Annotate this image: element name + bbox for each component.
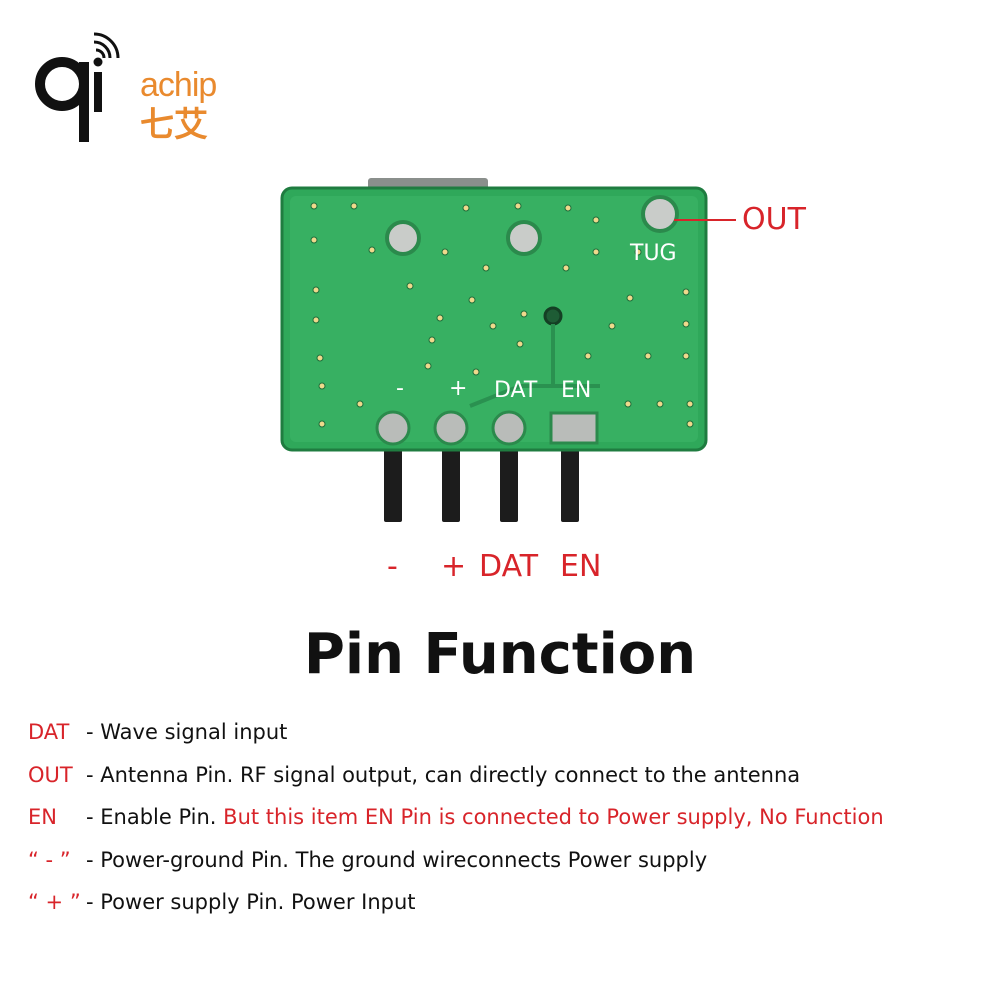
pin-row-dat: DAT - Wave signal input [28,720,988,763]
header-pins [384,440,579,522]
silkscreen-dat: DAT [494,378,538,403]
silkscreen-tug: TUG [630,241,677,266]
pin-text: - Power supply Pin. Power Input [86,890,416,914]
pin-minus-callout: - [387,549,398,584]
brand-name: achip [140,66,217,104]
pin-key: “ - ” [28,847,71,872]
silkscreen-minus: - [396,376,404,401]
out-callout: OUT [742,202,806,237]
pin-key: OUT [28,762,73,787]
pin-row-en: EN - Enable Pin. But this item EN Pin is… [28,805,988,848]
pin-text-main: - Power supply Pin. Power Input [86,890,416,914]
pin-key: “ + ” [28,890,81,914]
brand-name-cn: 七艾 [140,105,208,145]
pin-en-callout: EN [560,549,602,584]
pin-description-list: DAT - Wave signal input OUT - Antenna Pi… [28,720,988,933]
silkscreen-plus: + [449,376,468,401]
wireless-qi-icon [35,32,120,142]
pin-key: DAT [28,720,70,744]
pin-text: - Antenna Pin. RF signal output, can dir… [86,763,800,787]
pin-row-minus: “ - ” - Power-ground Pin. The ground wir… [28,848,988,891]
pin-plus-callout: + [441,549,467,584]
pin-row-plus: “ + ” - Power supply Pin. Power Input [28,890,988,933]
page-title: Pin Function [303,622,697,687]
pin-text-main: - Wave signal input [86,720,288,744]
pin-row-out: OUT - Antenna Pin. RF signal output, can… [28,763,988,806]
pin-text: - Wave signal input [86,720,287,744]
pin-text-main: - Antenna Pin. RF signal output, can dir… [86,762,801,787]
pin-text: - Enable Pin. But this item EN Pin is co… [86,805,884,829]
pin-note: But this item EN Pin is connected to Pow… [223,805,884,829]
pin-text: - Power-ground Pin. The ground wireconne… [86,848,707,872]
rf-module-board [280,178,736,522]
brand-logo: achip 七艾 [28,28,218,148]
pin-text-main: - Enable Pin. [86,805,224,829]
pin-key: EN [28,805,57,829]
silkscreen-en: EN [561,378,592,403]
pin-text-main: - Power-ground Pin. The ground wireconne… [86,847,708,872]
pin-dat-callout: DAT [479,549,539,584]
